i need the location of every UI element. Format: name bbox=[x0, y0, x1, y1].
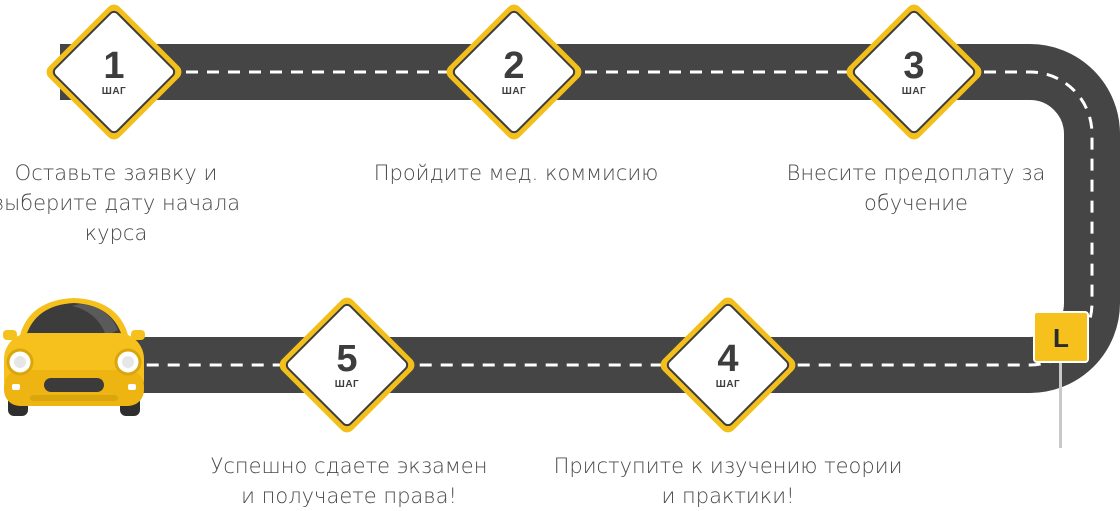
step-4-label: ШАГ bbox=[716, 379, 740, 390]
step-1-label: ШАГ bbox=[102, 86, 126, 97]
step-4-number: 4 bbox=[717, 338, 738, 380]
l-plate-sign-icon: L bbox=[1033, 311, 1089, 448]
step-5-description-line: и получаете права! bbox=[241, 484, 457, 508]
step-3-description-line: обучение bbox=[864, 191, 968, 215]
step-1-description-line: Оставьте заявку и bbox=[14, 161, 218, 185]
step-5-number: 5 bbox=[336, 338, 357, 380]
step-3-description: Внесите предоплату за обучение bbox=[776, 158, 1056, 218]
step-3-description-line: Внесите предоплату за bbox=[786, 161, 1046, 185]
step-3-label: ШАГ bbox=[902, 86, 926, 97]
yellow-car-icon bbox=[3, 298, 145, 416]
step-5-description: Успешно сдаете экзамен и получаете права! bbox=[199, 451, 499, 511]
step-3-number: 3 bbox=[903, 45, 924, 87]
step-2-number: 2 bbox=[503, 45, 524, 87]
l-sign-letter: L bbox=[1053, 323, 1069, 353]
step-1-description-line: выберите дату начала bbox=[0, 191, 241, 215]
step-2-label: ШАГ bbox=[502, 86, 526, 97]
step-1-description-line: курса bbox=[84, 221, 148, 245]
step-5-label: ШАГ bbox=[335, 379, 359, 390]
step-4-description: Приступите к изучению теории и практики! bbox=[548, 451, 908, 511]
step-4-description-line: Приступите к изучению теории bbox=[553, 454, 903, 478]
step-1-number: 1 bbox=[103, 45, 124, 87]
step-4-description-line: и практики! bbox=[661, 484, 795, 508]
step-2-description-line: Пройдите мед. коммисию bbox=[373, 161, 659, 185]
step-5-description-line: Успешно сдаете экзамен bbox=[210, 454, 488, 478]
step-1-description: Оставьте заявку и выберите дату начала кур… bbox=[0, 158, 246, 248]
step-2-description: Пройдите мед. коммисию bbox=[366, 158, 666, 188]
